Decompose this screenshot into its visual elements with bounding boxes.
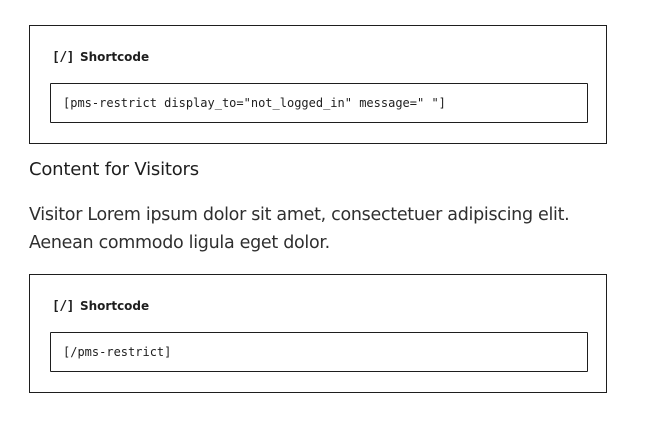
- shortcode-input[interactable]: [/pms-restrict]: [50, 332, 588, 372]
- shortcode-block-label: Shortcode: [79, 299, 150, 313]
- paragraph-line-1: Visitor Lorem ipsum dolor sit amet, cons…: [29, 205, 570, 225]
- shortcode-input[interactable]: [pms-restrict display_to="not_logged_in"…: [50, 83, 588, 123]
- shortcode-icon: [/]: [52, 298, 74, 314]
- section-heading: Content for Visitors: [29, 159, 199, 180]
- shortcode-block-close[interactable]: [/] Shortcode [/pms-restrict]: [29, 274, 607, 393]
- shortcode-block-header: [/] Shortcode: [52, 49, 149, 65]
- shortcode-block-open[interactable]: [/] Shortcode [pms-restrict display_to="…: [29, 25, 607, 144]
- shortcode-block-label: Shortcode: [79, 50, 150, 64]
- shortcode-block-header: [/] Shortcode: [52, 298, 149, 314]
- paragraph-line-2: Aenean commodo ligula eget dolor.: [29, 233, 330, 253]
- visitor-paragraph[interactable]: Visitor Lorem ipsum dolor sit amet, cons…: [29, 201, 629, 257]
- shortcode-icon: [/]: [52, 49, 74, 65]
